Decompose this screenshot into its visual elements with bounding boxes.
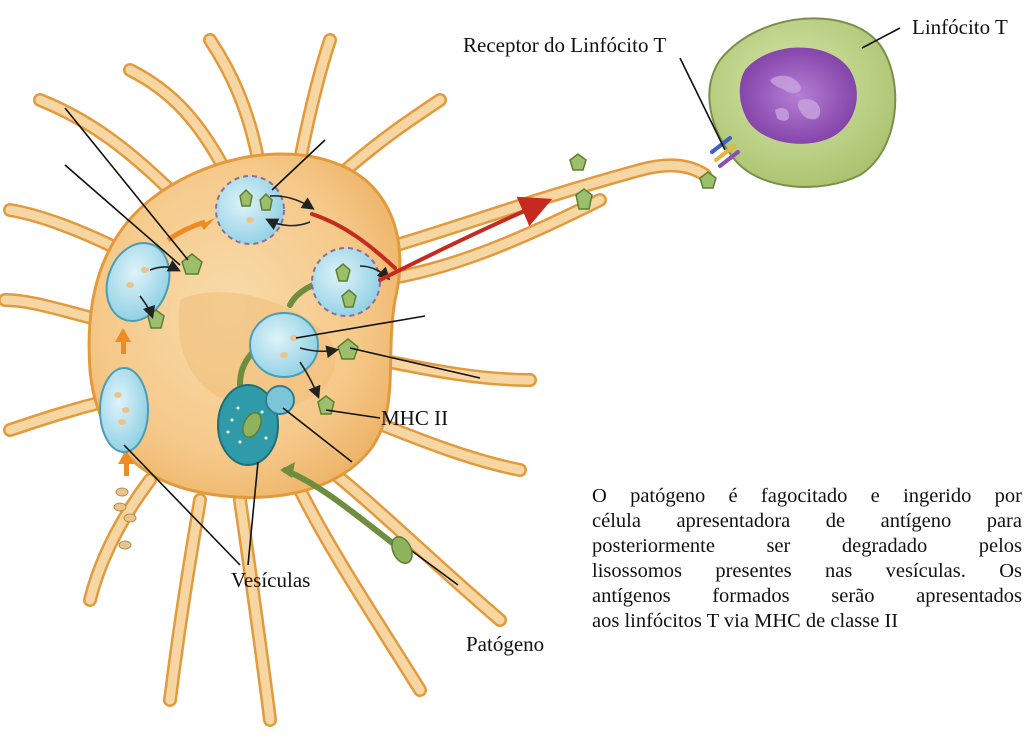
t-lymphocyte-nucleus bbox=[740, 48, 857, 144]
description-line: célula apresentadora de antígeno para bbox=[592, 509, 1022, 534]
description-line: aos linfócitos T via MHC de classe II bbox=[592, 609, 1022, 634]
vesicle-middle bbox=[250, 313, 318, 377]
t-lymphocyte bbox=[709, 18, 895, 187]
vesicle-top-mhc bbox=[216, 176, 284, 244]
label-mhc-ii: MHC II bbox=[381, 408, 448, 429]
description-line: O patógeno é fagocitado e ingerido por bbox=[592, 484, 1022, 509]
description-line: posteriormente ser degradado pelos bbox=[592, 534, 1022, 559]
label-vesicles: Vesículas bbox=[231, 570, 310, 591]
description-text: O patógeno é fagocitado e ingerido por c… bbox=[592, 484, 1022, 634]
description-line: lisossomos presentes nas vesículas. Os bbox=[592, 559, 1022, 584]
label-t-lymphocyte: Linfócito T bbox=[912, 17, 1008, 38]
label-t-receptor: Receptor do Linfócito T bbox=[463, 35, 666, 56]
vesicle-lower-left bbox=[100, 368, 148, 452]
description-line: antígenos formados serão apresentados bbox=[592, 584, 1022, 609]
label-pathogen: Patógeno bbox=[466, 634, 544, 655]
